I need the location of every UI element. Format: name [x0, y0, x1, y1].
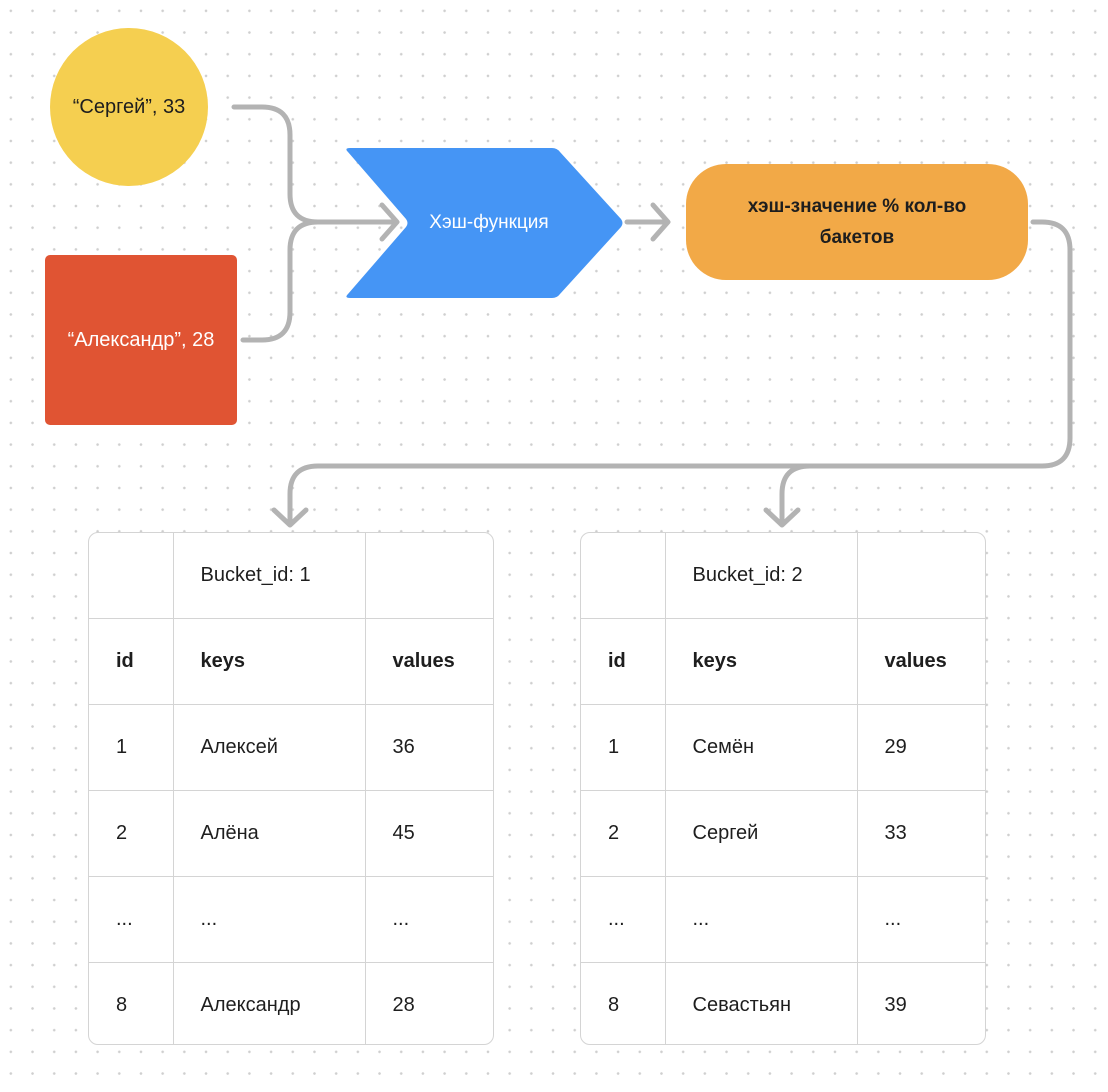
column-header-keys: keys — [665, 618, 858, 705]
hash-function-node[interactable]: Хэш-функция — [344, 148, 624, 298]
cell-id: 2 — [89, 790, 174, 877]
connector-modulo-to-buckets — [287, 219, 1073, 524]
bucket-table-2[interactable]: Bucket_id: 2 id keys values 1 Семён 29 2… — [580, 532, 986, 1045]
table-row: 8 Севастьян 39 — [581, 962, 985, 1044]
cell-id: 1 — [581, 704, 666, 791]
table-cell — [89, 533, 174, 619]
table-title-row: Bucket_id: 2 — [581, 533, 985, 619]
table-cell — [365, 533, 493, 619]
table-row: 1 Алексей 36 — [89, 704, 493, 791]
bucket-table-1[interactable]: Bucket_id: 1 id keys values 1 Алексей 36… — [88, 532, 494, 1045]
table-row: ... ... ... — [581, 876, 985, 963]
cell-id: ... — [581, 876, 666, 963]
cell-key: ... — [173, 876, 366, 963]
cell-value: 33 — [857, 790, 985, 877]
circle-node-sergey[interactable]: “Сергей”, 33 — [50, 28, 208, 186]
table-row: 8 Александр 28 — [89, 962, 493, 1044]
cell-id: ... — [89, 876, 174, 963]
cell-value: 36 — [365, 704, 493, 791]
cell-key: Алёна — [173, 790, 366, 877]
cell-value: 28 — [392, 994, 415, 1016]
cell-id: 8 — [89, 962, 174, 1044]
connector-square-to-hash — [240, 219, 397, 343]
arrowhead-to-bucket-1 — [271, 507, 309, 528]
cell-id: 2 — [581, 790, 666, 877]
arrowhead-to-modulo — [650, 202, 671, 242]
hash-function-label: Хэш-функция — [429, 212, 549, 233]
chevron-shape — [346, 148, 623, 298]
column-header-id: id — [581, 618, 666, 705]
cell-key: Алексей — [173, 704, 366, 791]
square-node-label: “Александр”, 28 — [67, 329, 215, 351]
table-cell — [857, 533, 985, 619]
cell-key: Сергей — [665, 790, 858, 877]
table-row: 2 Алёна 45 — [89, 790, 493, 877]
square-node-alexander[interactable]: “Александр”, 28 — [45, 255, 237, 425]
table-header-row: id keys values — [89, 618, 493, 705]
arrowhead-to-hash — [379, 202, 400, 242]
table-title-row: Bucket_id: 1 — [89, 533, 493, 619]
cell-value: ... — [365, 876, 493, 963]
table-row: 2 Сергей 33 — [581, 790, 985, 877]
cell-id: 8 — [581, 962, 666, 1044]
modulo-node[interactable]: хэш-значение % кол-во бакетов — [686, 164, 1028, 280]
arrowhead-to-bucket-2 — [763, 507, 801, 528]
table-row: 1 Семён 29 — [581, 704, 985, 791]
cell-key: Александр — [173, 962, 366, 1044]
bucket-title: Bucket_id: 2 — [665, 533, 858, 619]
circle-node-label: “Сергей”, 33 — [72, 95, 186, 118]
bucket-title: Bucket_id: 1 — [173, 533, 366, 619]
connector-circle-to-hash — [231, 104, 397, 225]
cell-id: 1 — [89, 704, 174, 791]
modulo-node-label: хэш-значение % кол-во бакетов — [747, 196, 967, 248]
column-header-keys: keys — [173, 618, 366, 705]
table-header-row: id keys values — [581, 618, 985, 705]
cell-value: 45 — [365, 790, 493, 877]
column-header-values: values — [857, 618, 985, 705]
cell-key: Семён — [665, 704, 858, 791]
table-row: ... ... ... — [89, 876, 493, 963]
column-header-id: id — [89, 618, 174, 705]
column-header-values: values — [365, 618, 493, 705]
table-cell — [581, 533, 666, 619]
cell-value: ... — [857, 876, 985, 963]
cell-value: 39 — [884, 994, 907, 1016]
connector-branch-to-bucket-2 — [779, 463, 813, 524]
cell-value: 29 — [857, 704, 985, 791]
cell-key: ... — [665, 876, 858, 963]
cell-key: Севастьян — [665, 962, 858, 1044]
